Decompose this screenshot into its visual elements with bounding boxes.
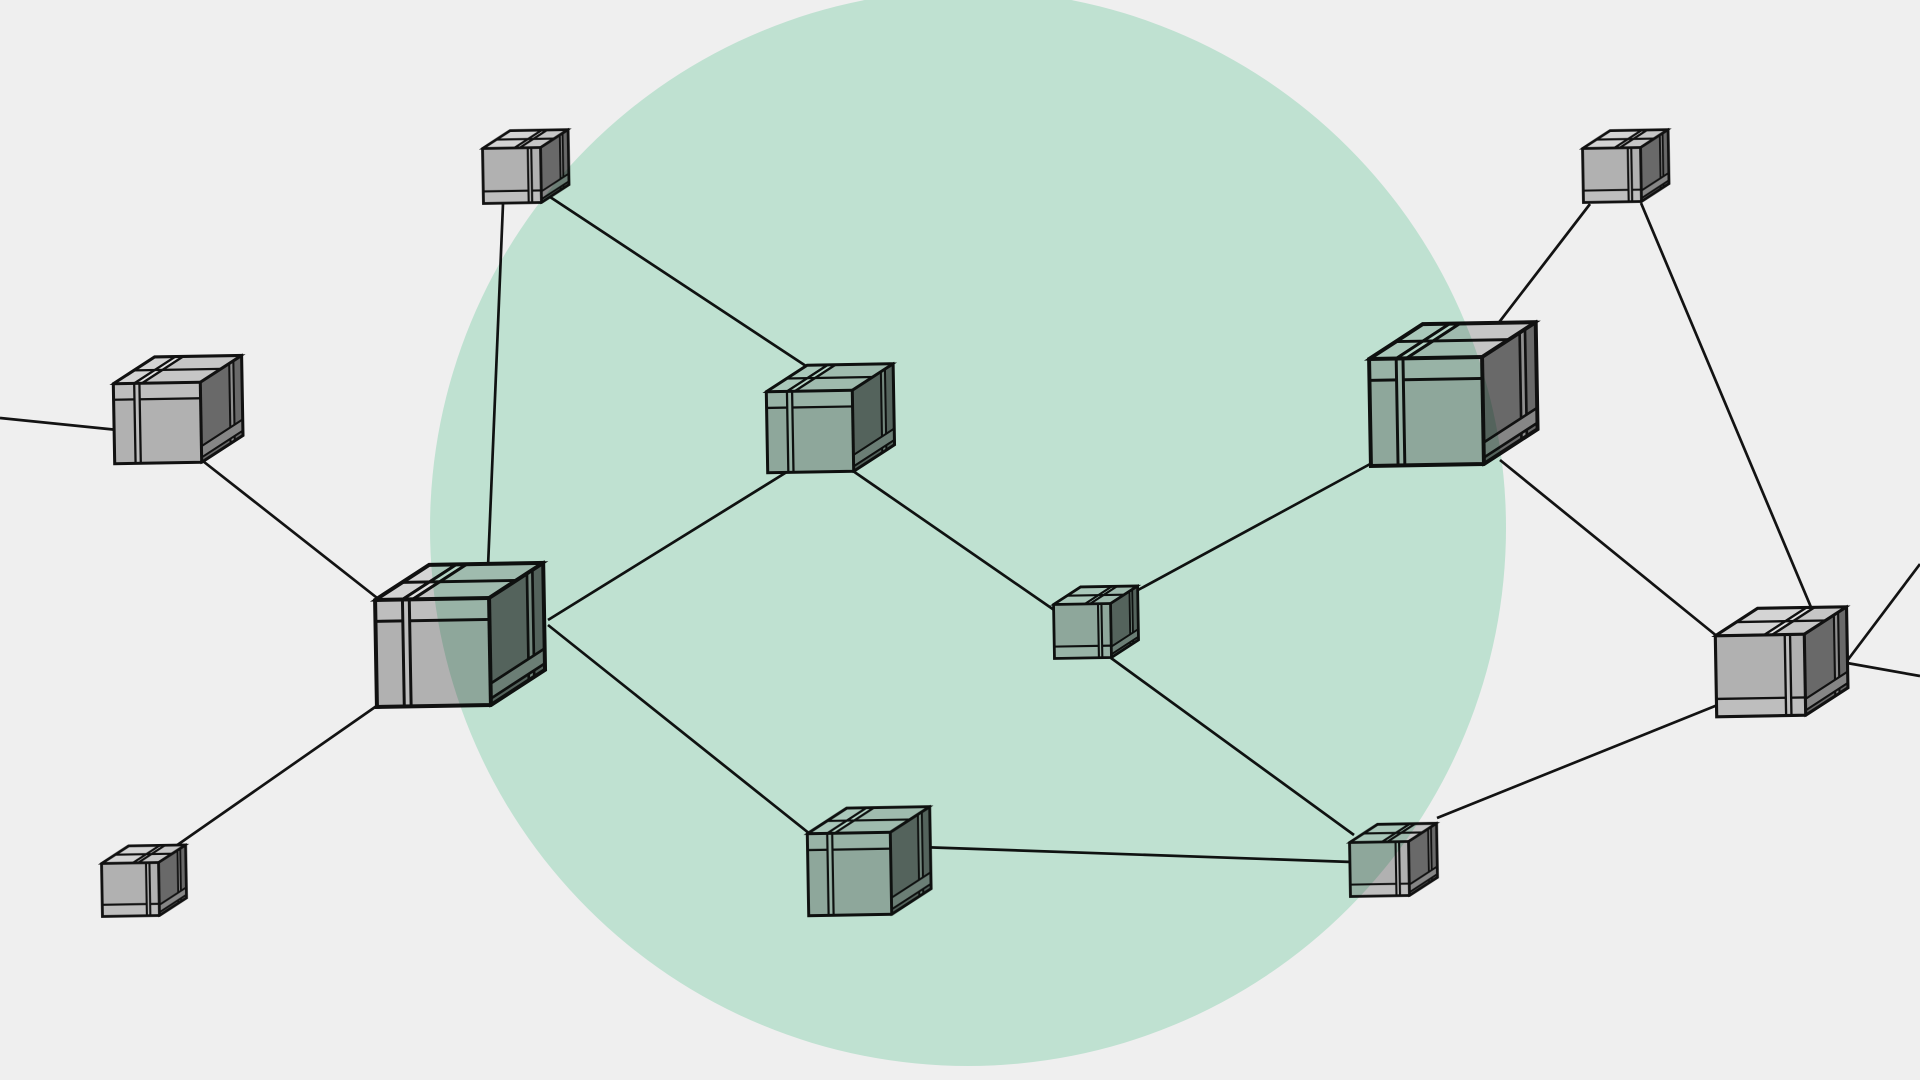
connection-line: [547, 468, 791, 622]
connection-line: [540, 189, 810, 370]
box-edge-front-top: [807, 830, 891, 836]
connection-line: [889, 844, 1353, 864]
connection-line: [1495, 203, 1592, 326]
box-edge-front-right: [198, 382, 204, 463]
box-edge-front-right: [539, 147, 543, 203]
box-edge-front-top: [1715, 632, 1805, 638]
package-node-top-left: [478, 127, 572, 205]
box-silhouette: [100, 843, 188, 918]
connection-line: [486, 203, 505, 568]
package-node-center: [762, 361, 898, 475]
box-top-flap-line: [1596, 137, 1655, 141]
box-edge-front-top: [101, 861, 159, 865]
package-nodes: [97, 127, 1851, 918]
box-edge-front-right: [1109, 603, 1113, 658]
connection-lines: [0, 189, 1920, 864]
box-front-seam: [785, 390, 795, 474]
connection-line: [0, 416, 119, 432]
box-top-flap-line: [786, 375, 873, 380]
box-silhouette: [805, 805, 933, 918]
box-edge-ridge: [199, 354, 243, 384]
connection-line: [852, 469, 1058, 614]
package-node-big-right: [1363, 319, 1541, 468]
package-node-bottom-center: [803, 804, 934, 918]
box-edge-front-top: [766, 388, 853, 394]
box-edge-front-top: [1582, 146, 1641, 150]
box-top-flap-line: [1363, 831, 1423, 835]
box-front-seam: [526, 146, 534, 204]
connection-line: [1639, 202, 1815, 613]
box-silhouette: [1713, 605, 1850, 719]
box-front-seam: [826, 832, 835, 917]
box-edge-ridge: [851, 362, 894, 392]
box-top-flap-line: [1067, 593, 1125, 597]
box-edge-ridge: [487, 561, 545, 600]
connection-line: [1436, 698, 1731, 820]
connection-line: [198, 456, 382, 603]
connection-line: [1846, 661, 1920, 678]
box-front-seam: [400, 597, 413, 709]
box-edge-front-top: [375, 596, 490, 602]
package-node-top-right: [1578, 127, 1672, 204]
box-top-flap-line: [1395, 338, 1509, 344]
box-edge-ridge: [1803, 605, 1848, 636]
box-silhouette: [481, 128, 571, 205]
package-node-left: [109, 353, 246, 466]
box-front-seam: [1626, 146, 1634, 203]
box-top-flap-line: [826, 818, 910, 823]
box-silhouette: [764, 362, 897, 475]
box-edge-front-top: [1349, 840, 1409, 844]
connection-line: [1110, 656, 1355, 837]
box-front-seam: [1096, 602, 1104, 659]
box-silhouette: [1581, 128, 1671, 204]
box-edge-ridge: [539, 128, 569, 149]
connection-line: [1845, 563, 1920, 662]
box-edge-front-right: [1407, 841, 1411, 896]
package-node-bottom-right: [1345, 821, 1441, 898]
box-edge-front-right: [157, 862, 161, 916]
box-edge-front-right: [1639, 147, 1643, 202]
package-node-bottom-left: [97, 843, 190, 918]
package-node-big-left: [369, 560, 549, 710]
box-edge-ridge: [1407, 822, 1438, 843]
connection-line: [1137, 461, 1373, 592]
box-edge-ridge: [157, 843, 187, 864]
box-edge-front-right: [850, 390, 856, 472]
box-top-flap-line: [1736, 619, 1826, 624]
box-silhouette: [1052, 584, 1140, 660]
box-edge-front-right: [1802, 634, 1808, 716]
box-silhouette: [373, 560, 548, 710]
box-front-seam: [1394, 840, 1402, 897]
box-edge-ridge: [1639, 128, 1669, 149]
box-silhouette: [1348, 821, 1439, 898]
box-edge-ridge: [1480, 320, 1537, 359]
box-edge-front-top: [482, 146, 541, 150]
box-edge-front-top: [1369, 355, 1483, 361]
package-node-small-mid: [1049, 584, 1142, 660]
package-node-right-mid: [1711, 604, 1851, 719]
box-front-seam: [144, 861, 152, 917]
box-edge-front-right: [1480, 356, 1486, 465]
connection-line: [547, 623, 811, 836]
box-front-seam: [1394, 356, 1407, 468]
box-edge-front-right: [888, 832, 894, 915]
highlight-circle: [430, 0, 1506, 1066]
box-top-flap-line: [133, 367, 221, 372]
box-top-flap-line: [496, 137, 555, 141]
box-top-flap-line: [115, 852, 173, 856]
box-edge-front-top: [1053, 602, 1111, 606]
box-silhouette: [1367, 320, 1540, 468]
box-top-flap-line: [402, 578, 517, 584]
box-edge-ridge: [1109, 584, 1139, 605]
connection-line: [172, 703, 379, 850]
box-edge-front-top: [113, 380, 201, 386]
box-front-seam: [1783, 633, 1793, 717]
box-edge-front-right: [487, 597, 493, 706]
network-layer: [0, 127, 1920, 918]
box-silhouette: [111, 353, 245, 466]
box-front-seam: [133, 382, 142, 465]
connection-line: [1499, 458, 1719, 639]
box-edge-ridge: [889, 805, 931, 834]
